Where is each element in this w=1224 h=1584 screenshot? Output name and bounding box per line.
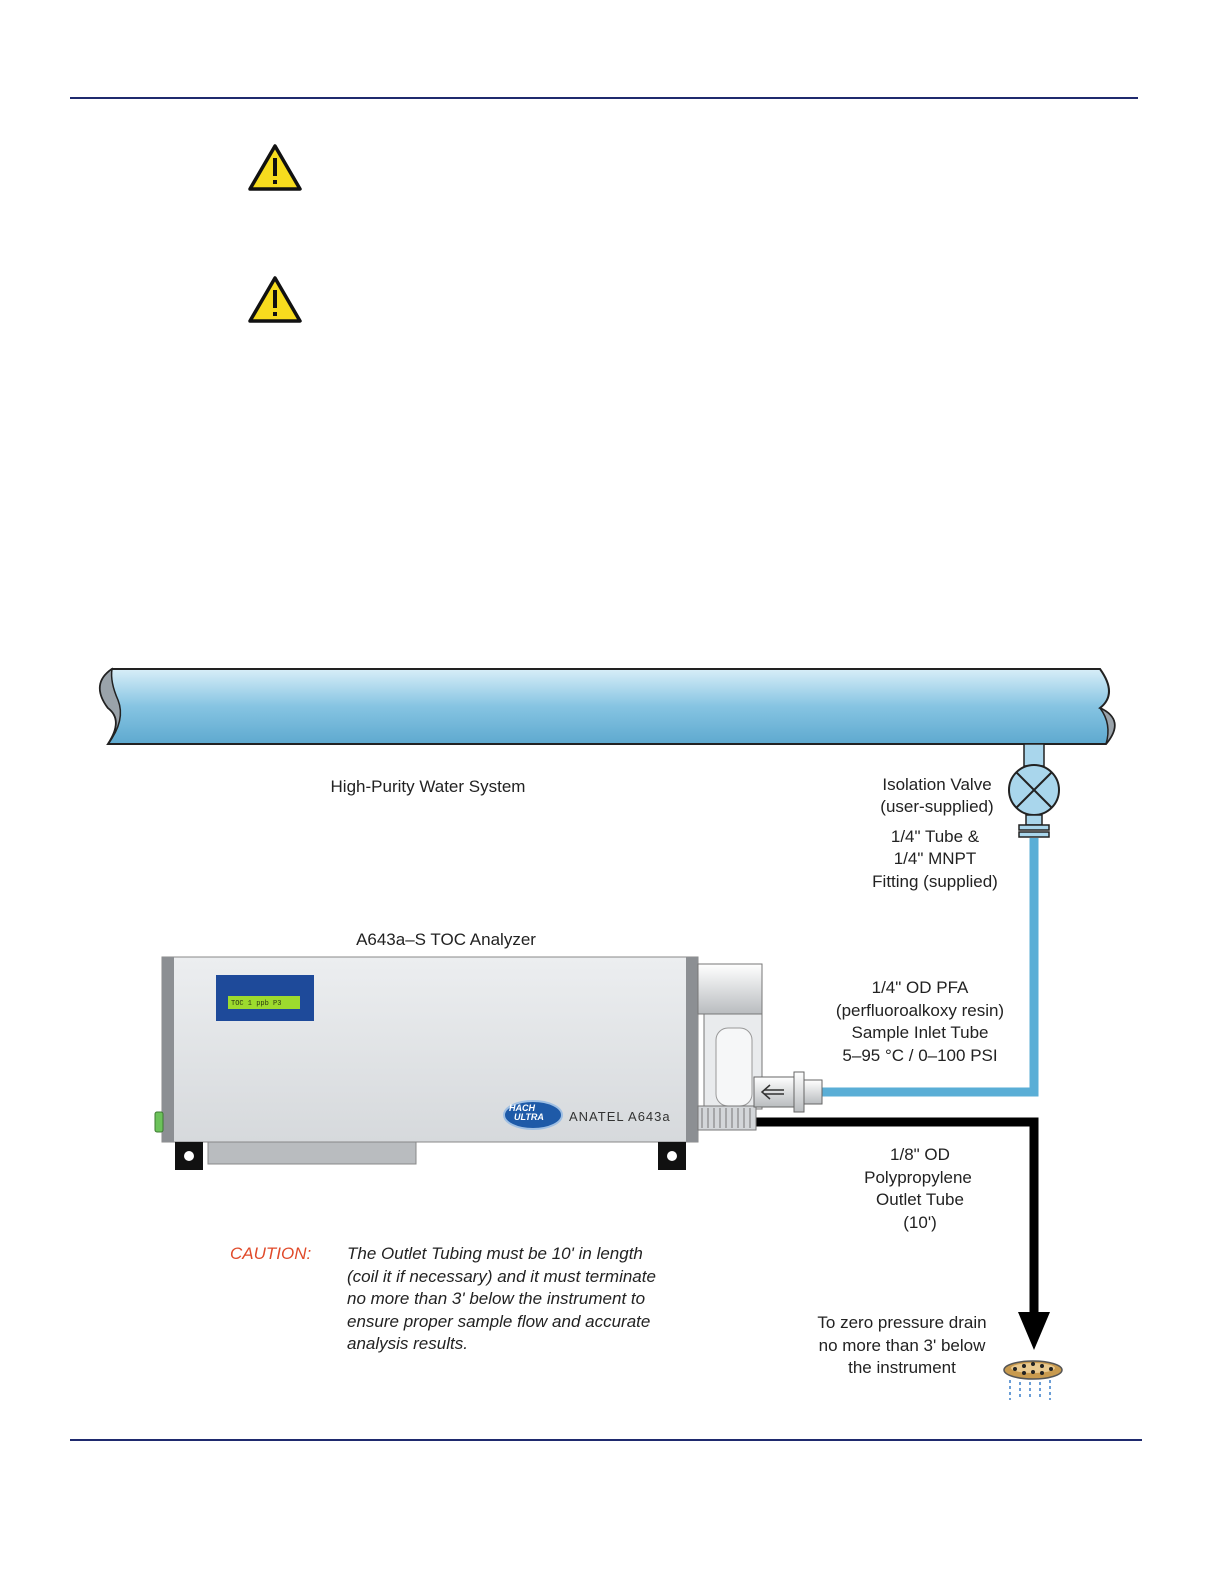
caution-line-5: analysis results. <box>347 1334 468 1353</box>
warning-triangle-icon <box>248 144 302 191</box>
caution-line-2: (coil it if necessary) and it must termi… <box>347 1267 656 1286</box>
label-valve-1: Isolation Valve <box>882 775 991 794</box>
model-label: ANATEL A643a <box>569 1109 671 1124</box>
isolation-valve-icon <box>1008 743 1060 838</box>
label-fitting-3: Fitting (supplied) <box>872 872 998 891</box>
brand-badge-small: HACH <box>509 1103 535 1113</box>
caution-line-3: no more than 3' below the instrument to <box>347 1289 645 1308</box>
brand-logo <box>503 1100 563 1130</box>
sample-inlet-tube <box>820 838 1039 1097</box>
footer-rule <box>70 1439 1142 1441</box>
inlet-fitting <box>697 963 763 1015</box>
outlet-tube <box>754 1117 1039 1316</box>
label-inlet-4: 5–95 °C / 0–100 PSI <box>842 1046 997 1065</box>
label-analyzer-title: A643a–S TOC Analyzer <box>356 930 536 949</box>
label-drain-1: To zero pressure drain <box>817 1313 986 1332</box>
label-outlet-3: Outlet Tube <box>876 1190 964 1209</box>
label-drain-3: the instrument <box>848 1358 956 1377</box>
header-rule <box>70 97 1138 99</box>
label-drain-2: no more than 3' below <box>819 1336 986 1355</box>
label-system: High-Purity Water System <box>331 777 526 796</box>
drain-icon <box>1003 1360 1063 1400</box>
warning-triangle-icon <box>248 276 302 323</box>
label-valve-2: (user-supplied) <box>880 797 993 816</box>
lcd-text: TOC 1 ppb P3 <box>231 1000 281 1008</box>
label-inlet-3: Sample Inlet Tube <box>851 1023 988 1042</box>
label-inlet-1: 1/4" OD PFA <box>872 978 969 997</box>
water-system-pipe <box>99 667 1116 745</box>
label-outlet-1: 1/8" OD <box>890 1145 950 1164</box>
label-inlet-2: (perfluoroalkoxy resin) <box>836 1001 1004 1020</box>
label-outlet-4: (10') <box>903 1213 936 1232</box>
label-fitting-2: 1/4" MNPT <box>894 849 977 868</box>
brand-badge: ULTRA <box>514 1112 544 1122</box>
caution-line-1: The Outlet Tubing must be 10' in length <box>347 1244 643 1263</box>
caution-line-4: ensure proper sample flow and accurate <box>347 1312 650 1331</box>
toc-analyzer: TOC 1 ppb P3 HACH ULTRA ANATEL A643a <box>154 956 823 1170</box>
label-outlet-2: Polypropylene <box>864 1168 972 1187</box>
label-fitting-1: 1/4" Tube & <box>891 827 980 846</box>
caution-heading: CAUTION: <box>230 1244 312 1263</box>
flow-arrow-icon <box>760 1084 784 1100</box>
outlet-arrowhead <box>1018 1312 1050 1350</box>
